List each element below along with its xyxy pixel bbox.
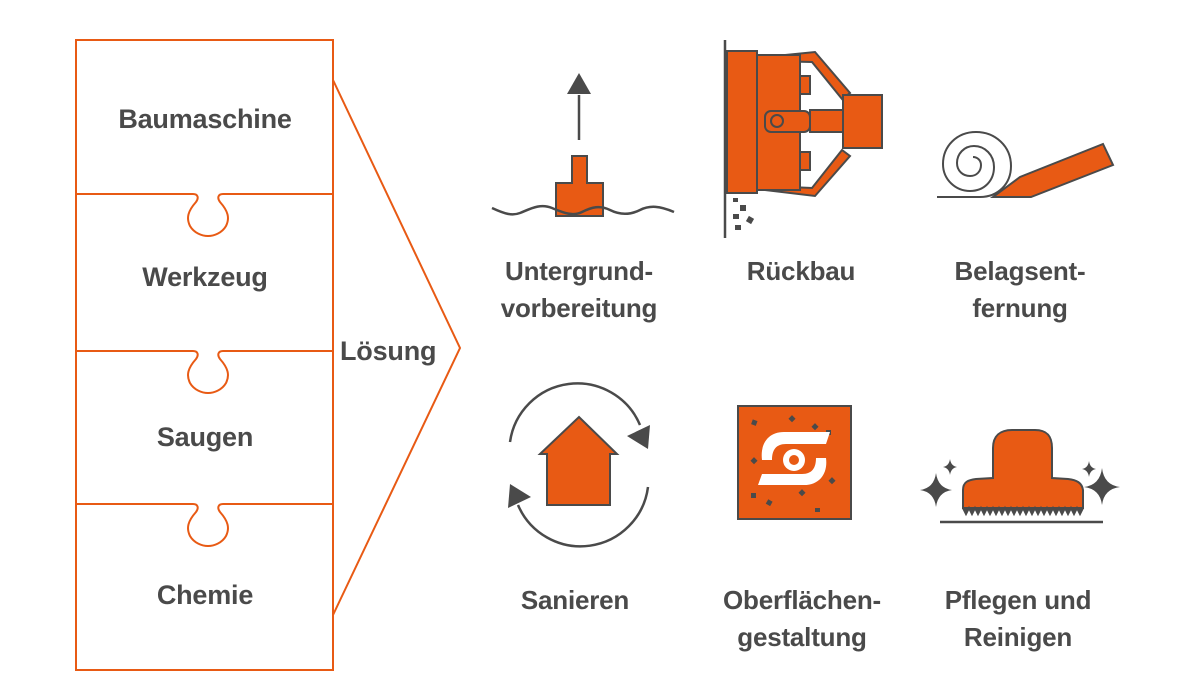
floor-covering-removal-icon [937,130,1115,198]
solution-label-rueckbau: Rückbau [681,253,921,290]
puzzle-piece-werkzeug: Werkzeug [142,262,268,292]
puzzle-piece-saugen: Saugen [156,422,254,452]
label-line-2: fernung [972,293,1068,323]
cleaning-brush-sparkle-icon [920,429,1120,524]
arrow-label: Lösung [340,336,437,366]
puzzle-frame [75,39,334,671]
solution-arrow [332,79,462,616]
label-line-2: Reinigen [963,622,1073,652]
puzzle-piece-baumaschine: Baumaschine [118,104,292,134]
solution-label-oberflaechengestaltung: Oberflächen- gestaltung [682,582,922,656]
solution-label-untergrundvorbereitung: Untergrund- vorbereitung [459,253,699,327]
label-line-1: Belagsent- [954,256,1086,286]
solution-label-pflegen-reinigen: Pflegen und Reinigen [898,582,1138,656]
label-line-1: Rückbau [746,256,856,286]
solution-label-belagsentfernung: Belagsent- fernung [900,253,1140,327]
label-line-2: vorbereitung [500,293,658,323]
demolition-machine-icon [723,40,883,238]
surface-design-icon [737,405,852,520]
puzzle-piece-chemie: Chemie [156,580,254,610]
label-line-1: Untergrund- [505,256,653,286]
puzzle-separator-3 [76,503,333,548]
house-refresh-icon [508,382,650,548]
puzzle-separator-2 [76,350,333,395]
label-line-1: Sanieren [520,585,630,615]
label-line-2: gestaltung [737,622,867,652]
label-line-1: Oberflächen- [723,585,881,615]
solution-label-sanieren: Sanieren [455,582,695,619]
arrow-up-surface-icon [491,73,675,217]
label-line-1: Pflegen und [944,585,1092,615]
puzzle-separator-1 [76,193,333,238]
